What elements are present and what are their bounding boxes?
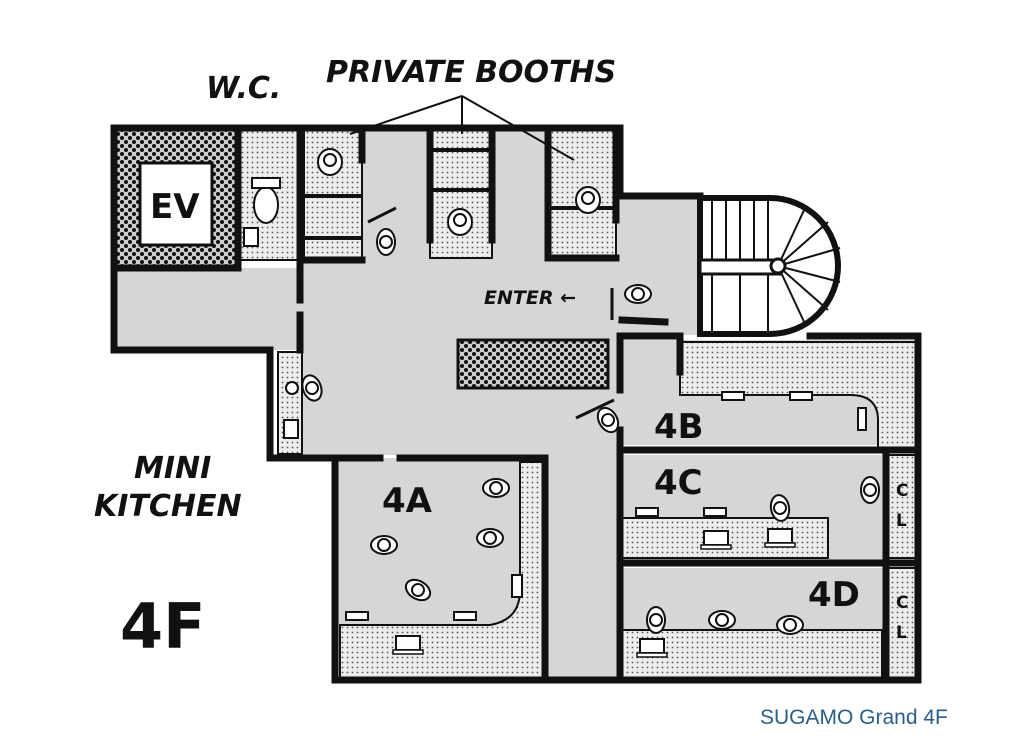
central-pillar	[456, 338, 610, 390]
room-4b-chairs	[345, 391, 867, 621]
elevator-car	[138, 161, 214, 247]
room-4b-label: 4B	[654, 407, 704, 447]
elevator-lobby-floor	[114, 268, 304, 350]
room-4c-closet	[885, 454, 921, 559]
toilet-tank	[251, 177, 281, 189]
private-booths-pointer	[349, 95, 575, 161]
enter-label: ENTER ←	[484, 287, 576, 309]
wc-sink	[243, 227, 259, 247]
kitchen-appliance	[283, 419, 299, 439]
room-4d-label: 4D	[808, 575, 860, 615]
wc-label: W.C.	[206, 71, 281, 106]
kitchen-sink	[285, 381, 299, 395]
south-corridor-floor	[540, 390, 620, 680]
private-booths-label: PRIVATE BOOTHS	[326, 55, 616, 90]
elevator-label: EV	[150, 187, 200, 227]
room-4c-label: 4C	[654, 463, 703, 503]
mini-kitchen-label-line2: KITCHEN	[94, 489, 242, 524]
caption: SUGAMO Grand 4F	[760, 706, 948, 729]
closet-4d-letter-c: C	[896, 593, 908, 613]
toilet	[253, 186, 279, 224]
floor-label: 4F	[120, 590, 206, 663]
room-4a-label: 4A	[382, 481, 433, 521]
mini-kitchen-label-line1: MINI	[134, 451, 211, 486]
closet-4d-letter-l: L	[896, 623, 907, 643]
closet-4c-letter-l: L	[896, 511, 907, 531]
closet-4c-letter-c: C	[896, 481, 908, 501]
room-4d-closet	[885, 567, 921, 679]
spiral-staircase	[697, 195, 841, 337]
east-corridor-floor	[610, 195, 710, 335]
